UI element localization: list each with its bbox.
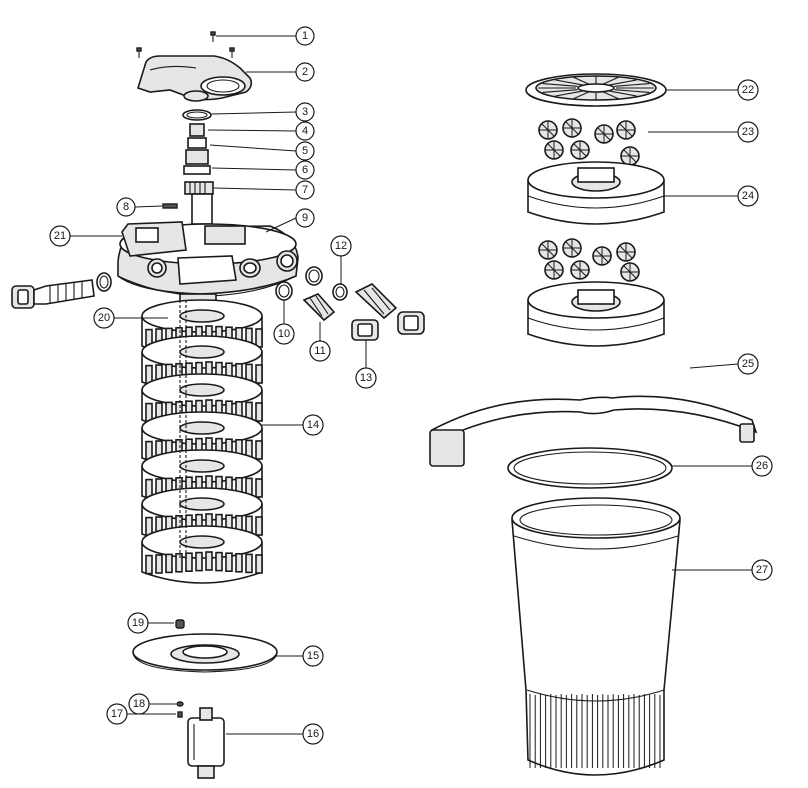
svg-text:21: 21 [54, 230, 66, 242]
bio-ball [616, 242, 636, 262]
canister [511, 497, 681, 776]
callout-27: 27 [751, 559, 773, 581]
callout-3: 3 [295, 102, 315, 122]
bio-ball [544, 260, 564, 280]
uv-lamp [187, 707, 225, 779]
bio-ball [616, 120, 636, 140]
svg-text:20: 20 [98, 312, 110, 324]
svg-text:1: 1 [302, 30, 308, 42]
callout-19: 19 [127, 612, 149, 634]
media-basket-lower [527, 281, 665, 347]
clamp-ring [429, 395, 758, 467]
svg-text:26: 26 [756, 460, 768, 472]
svg-text:5: 5 [302, 145, 308, 157]
bio-ball [592, 246, 612, 266]
svg-text:24: 24 [742, 190, 754, 202]
svg-text:15: 15 [307, 650, 319, 662]
callout-10: 10 [273, 323, 295, 345]
svg-text:2: 2 [302, 66, 308, 78]
callout-9: 9 [295, 208, 315, 228]
callout-6: 6 [295, 160, 315, 180]
svg-text:4: 4 [302, 125, 308, 137]
callout-7: 7 [295, 180, 315, 200]
sponge-ring [141, 525, 263, 584]
filter-head [117, 221, 299, 297]
bio-balls-lower [538, 238, 640, 282]
bio-ball [594, 124, 614, 144]
svg-text:18: 18 [133, 698, 145, 710]
small-washer [176, 701, 184, 707]
callout-17: 17 [106, 703, 128, 725]
bio-ball [544, 140, 564, 160]
callout-22: 22 [737, 79, 759, 101]
svg-text:16: 16 [307, 728, 319, 740]
svg-text:3: 3 [302, 106, 308, 118]
key-part [162, 203, 178, 209]
callout-11: 11 [309, 340, 331, 362]
center-shaft [183, 123, 214, 225]
svg-text:11: 11 [314, 345, 325, 357]
callout-13: 13 [355, 367, 377, 389]
leader-lines [70, 35, 752, 735]
bio-ball [570, 140, 590, 160]
svg-text:9: 9 [302, 212, 308, 224]
callout-1: 1 [295, 26, 315, 46]
callout-25: 25 [737, 353, 759, 375]
handle-lid [137, 55, 253, 102]
callout-24: 24 [737, 185, 759, 207]
callout-4: 4 [295, 121, 315, 141]
bio-ball [620, 262, 640, 282]
callout-12: 12 [330, 235, 352, 257]
svg-text:6: 6 [302, 164, 308, 176]
svg-text:8: 8 [123, 201, 129, 213]
callout-5: 5 [295, 141, 315, 161]
right-hose-fittings [275, 266, 425, 341]
svg-text:13: 13 [360, 372, 372, 384]
svg-text:19: 19 [132, 617, 144, 629]
bio-ball [538, 240, 558, 260]
base-screw [175, 619, 185, 629]
base-plate [132, 633, 278, 673]
svg-text:14: 14 [307, 419, 319, 431]
svg-text:23: 23 [742, 126, 754, 138]
svg-text:10: 10 [278, 328, 290, 340]
bio-ball [538, 120, 558, 140]
bio-ball [562, 118, 582, 138]
media-basket-upper [527, 161, 665, 225]
grid-lid [525, 73, 667, 107]
callout-2: 2 [295, 62, 315, 82]
bio-ball [620, 146, 640, 166]
svg-text:17: 17 [111, 708, 123, 720]
svg-text:27: 27 [756, 564, 768, 576]
callout-8: 8 [116, 197, 136, 217]
svg-text:25: 25 [742, 358, 754, 370]
svg-text:12: 12 [335, 240, 347, 252]
bio-balls-upper [538, 118, 640, 166]
callout-16: 16 [302, 723, 324, 745]
bio-ball [570, 260, 590, 280]
callout-21: 21 [49, 225, 71, 247]
callout-18: 18 [128, 693, 150, 715]
callout-15: 15 [302, 645, 324, 667]
callout-20: 20 [93, 307, 115, 329]
callout-23: 23 [737, 121, 759, 143]
bio-ball [562, 238, 582, 258]
filter-sponge-stack [141, 299, 263, 584]
svg-text:7: 7 [302, 184, 308, 196]
small-pin [177, 711, 183, 718]
svg-text:22: 22 [742, 84, 754, 96]
callout-26: 26 [751, 455, 773, 477]
left-hose-fitting [11, 272, 112, 309]
gasket [507, 447, 673, 489]
callout-14: 14 [302, 414, 324, 436]
